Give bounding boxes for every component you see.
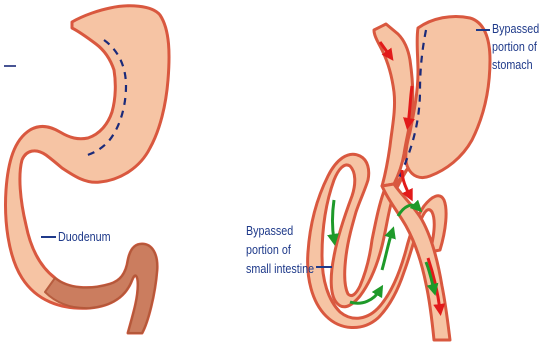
bypassed-stomach-label-line2: portion of <box>492 40 537 55</box>
normal-distal-bowel <box>45 244 157 333</box>
bypassed-stomach-label-line1: Bypassed <box>492 22 539 37</box>
duodenum-label: Duodenum <box>58 230 111 245</box>
bypassed-stomach <box>406 16 490 177</box>
bypassed-stomach-label-line3: stomach <box>492 58 533 73</box>
bypassed-intestine-label-line1: Bypassed <box>246 224 293 239</box>
normal-stomach-figure <box>4 6 169 333</box>
bypassed-intestine-label-line3: small intestine <box>246 262 314 277</box>
bypassed-intestine-label-line2: portion of <box>246 243 291 258</box>
bypass-figure <box>308 16 490 340</box>
green-arrow-1 <box>333 200 335 240</box>
